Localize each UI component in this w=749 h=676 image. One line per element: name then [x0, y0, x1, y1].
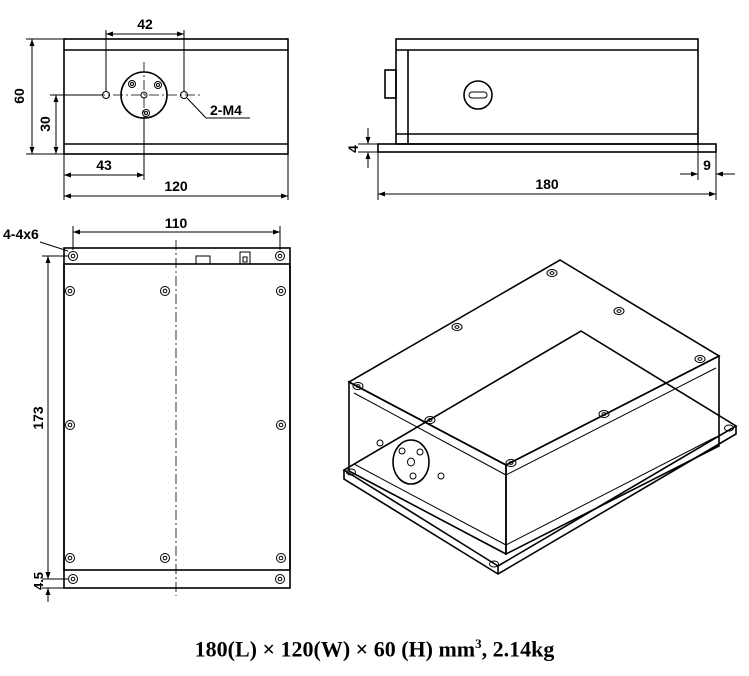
- dim-front-offset: 43: [96, 157, 112, 173]
- top-view: 4-4x6 110 173 4.5: [3, 215, 291, 602]
- dim-side-flange-extension: 9: [703, 157, 711, 173]
- dim-top-hole-spacing-y: 173: [30, 406, 46, 430]
- caption-dimensions: 180(L) × 120(W) × 60 (H) mm: [194, 636, 476, 662]
- dim-top-edge-offset: 4.5: [31, 572, 46, 590]
- caption-weight: , 2.14kg: [481, 636, 555, 662]
- side-view: 4 9 180: [345, 38, 735, 200]
- dim-top-hole-spacing-x: 110: [165, 215, 188, 231]
- caption-unit-exponent: 3: [475, 636, 482, 651]
- isometric-view: [342, 259, 738, 575]
- product-spec-caption: 180(L) × 120(W) × 60 (H) mm3, 2.14kg: [0, 636, 749, 662]
- iso-connector: [392, 439, 430, 485]
- side-flange: [377, 143, 717, 153]
- side-plug-icon: [463, 80, 493, 110]
- dim-front-height: 60: [11, 88, 27, 104]
- side-connector: [384, 69, 397, 99]
- iso-right-face: [505, 354, 720, 556]
- top-base-plate: [63, 247, 291, 589]
- iso-front-face: [348, 380, 507, 556]
- top-cover: [63, 263, 291, 571]
- mechanical-drawing: 42 60 30 2-M4 43 120: [3, 16, 738, 602]
- dim-front-thread: 2-M4: [210, 102, 242, 118]
- side-body-outline: [395, 38, 699, 145]
- dim-side-flange-thickness: 4: [345, 145, 361, 153]
- dim-side-length: 180: [535, 176, 559, 192]
- dim-top-holes: 4-4x6: [3, 226, 39, 242]
- front-view: 42 60 30 2-M4 43 120: [11, 16, 289, 200]
- dim-front-width: 120: [164, 178, 188, 194]
- front-body-outline: [63, 38, 289, 155]
- dim-front-center-height: 30: [37, 116, 53, 132]
- dim-front-mount-spacing: 42: [137, 16, 153, 32]
